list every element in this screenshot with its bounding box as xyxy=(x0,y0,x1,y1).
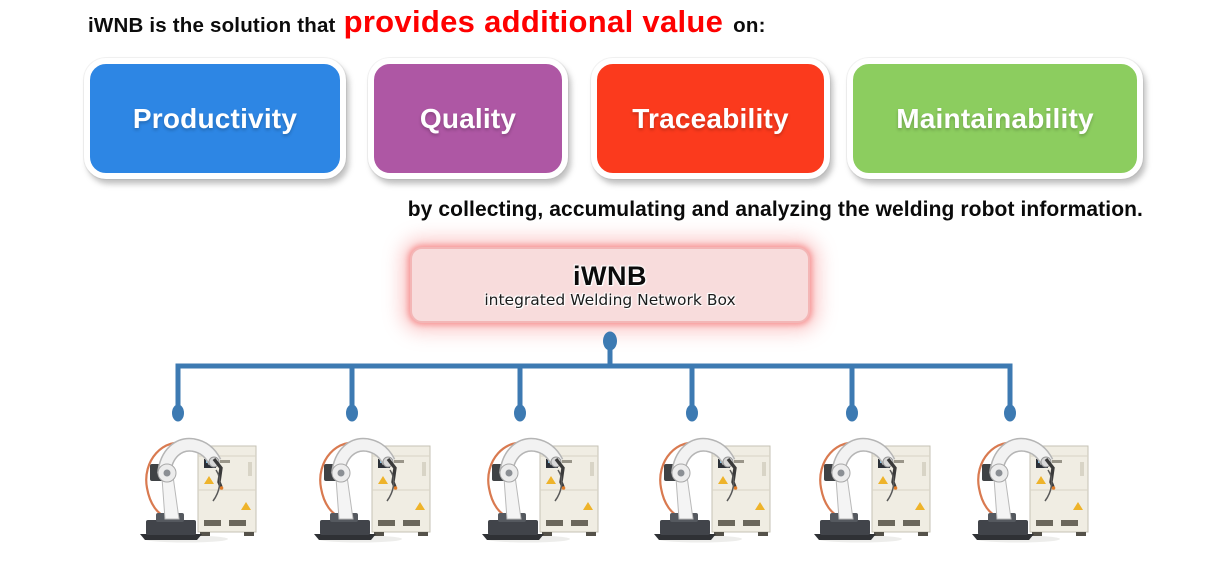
badge-traceability: Traceability xyxy=(591,58,830,179)
badge-maintainability: Maintainability xyxy=(847,58,1143,179)
subheadline: by collecting, accumulating and analyzin… xyxy=(407,198,1143,221)
welding-robot-1 xyxy=(126,426,266,546)
welding-robot-4 xyxy=(640,426,780,546)
welding-robot-3 xyxy=(468,426,608,546)
headline-prefix: iWNB is the solution that xyxy=(88,14,336,37)
node-dots xyxy=(172,404,1016,422)
welding-robot-6 xyxy=(958,426,1098,546)
badge-productivity: Productivity xyxy=(84,58,346,179)
welding-robot-2 xyxy=(300,426,440,546)
headline-highlight: provides additional value xyxy=(343,4,724,39)
welding-robot-5 xyxy=(800,426,940,546)
hub-title: iWNB xyxy=(573,260,647,291)
headline: iWNB is the solution that provides addit… xyxy=(88,4,766,48)
hub-subtitle: integrated Welding Network Box xyxy=(484,290,736,309)
headline-suffix: on: xyxy=(733,14,766,37)
badge-quality: Quality xyxy=(368,58,568,179)
hub-box: iWNB integrated Welding Network Box xyxy=(410,247,810,323)
drop-lines xyxy=(175,366,1013,408)
